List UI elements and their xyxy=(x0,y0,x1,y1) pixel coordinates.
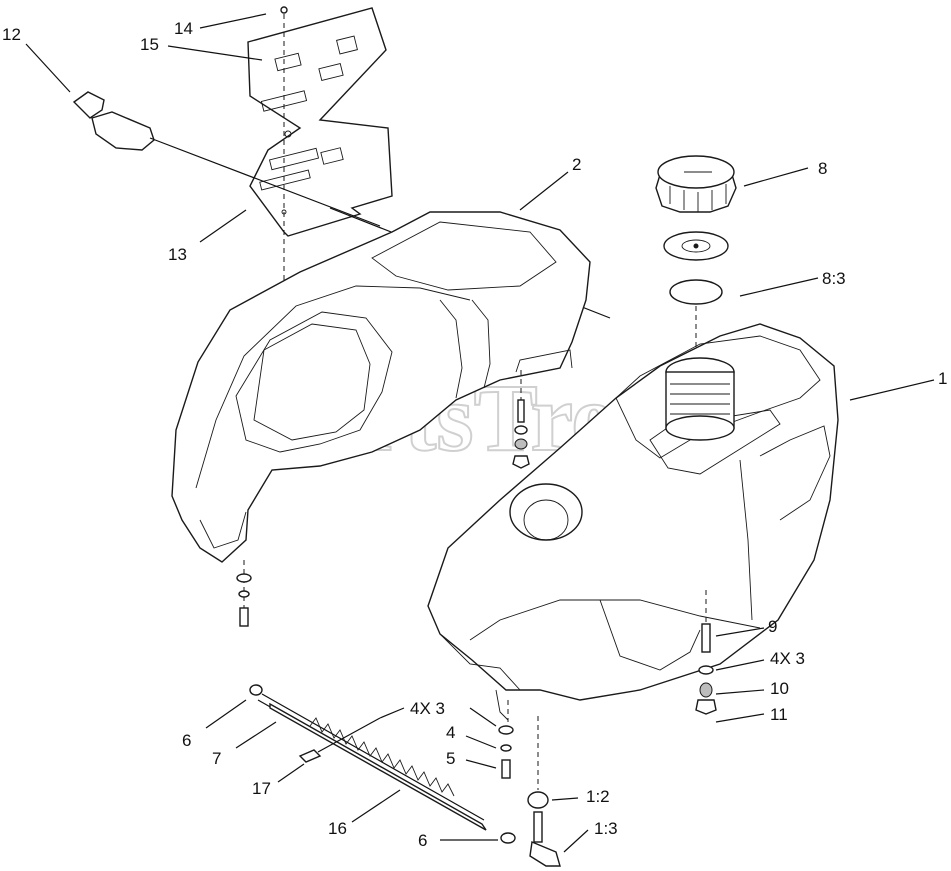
callout-4x3-left: 4X 3 xyxy=(410,699,445,718)
callout-11: 11 xyxy=(770,705,788,724)
callout-6-bottom: 6 xyxy=(418,831,427,850)
tank-hardware-left xyxy=(498,700,514,779)
callout-10: 10 xyxy=(770,679,789,698)
callout-1: 1 xyxy=(938,369,947,388)
cap-seal-8-3 xyxy=(669,279,723,350)
callout-6-top: 6 xyxy=(182,731,191,750)
leader-lines xyxy=(25,13,935,853)
left-fender xyxy=(171,211,591,563)
left-fender-hardware xyxy=(236,370,530,627)
callout-16: 16 xyxy=(328,819,347,838)
spring-16 xyxy=(309,717,455,797)
bracket-plate xyxy=(247,7,393,237)
callout-12: 12 xyxy=(2,25,21,44)
callout-8: 8 xyxy=(818,159,827,178)
tank-hardware-right xyxy=(695,590,717,715)
callout-15: 15 xyxy=(140,35,159,54)
callout-7: 7 xyxy=(212,749,221,768)
callout-2: 2 xyxy=(572,155,581,174)
callout-9: 9 xyxy=(768,617,777,636)
callout-4x3-right: 4X 3 xyxy=(770,649,805,668)
callout-1-2: 1:2 xyxy=(586,787,610,806)
callout-14: 14 xyxy=(174,19,193,38)
callout-17: 17 xyxy=(252,779,271,798)
callout-4: 4 xyxy=(446,723,455,742)
callout-labels: 14 15 12 2 8 8:3 13 1 9 4X 3 10 11 4X 3 … xyxy=(2,19,947,850)
fuel-cap xyxy=(655,155,737,213)
callout-13: 13 xyxy=(168,245,187,264)
callout-8-3: 8:3 xyxy=(822,269,846,288)
cap-gasket xyxy=(663,231,729,261)
screw-14 xyxy=(280,6,288,420)
spring-rod-assembly xyxy=(249,684,516,844)
callout-1-3: 1:3 xyxy=(594,819,618,838)
callout-5: 5 xyxy=(446,749,455,768)
fuel-tank xyxy=(427,323,839,721)
tank-outlet-fitting xyxy=(527,716,561,867)
